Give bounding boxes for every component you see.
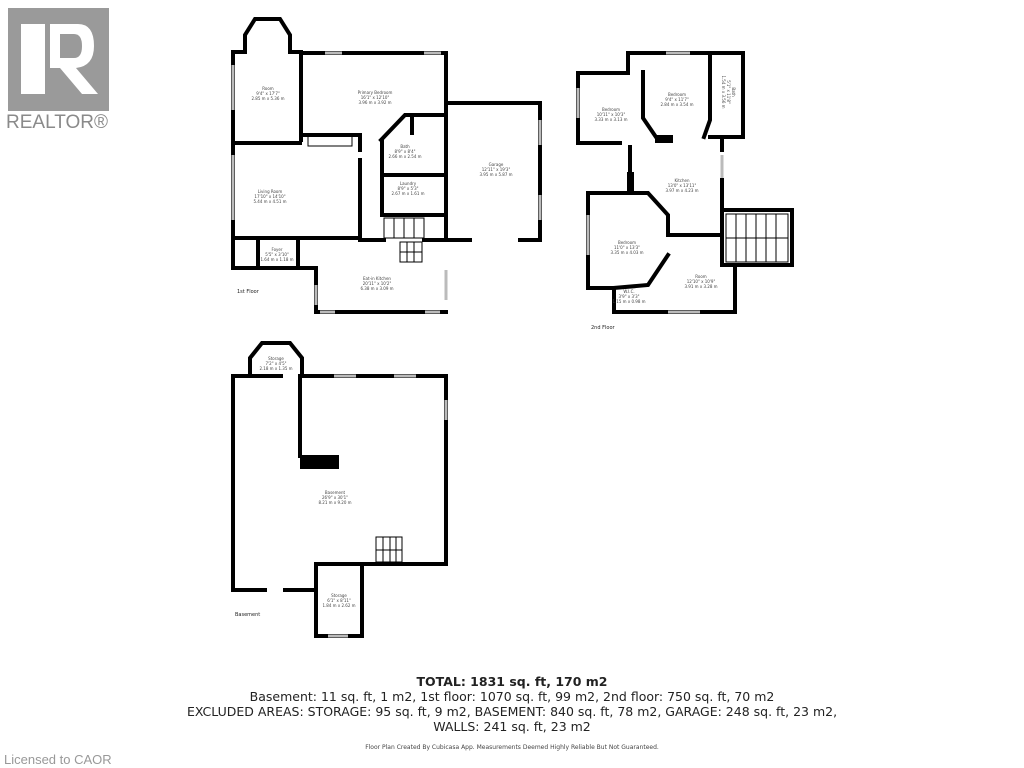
realtor-r-mark [21,24,98,94]
svg-text:16'1" x 12'10": 16'1" x 12'10" [361,95,390,100]
svg-text:7'2" x 4'5": 7'2" x 4'5" [266,361,287,366]
svg-text:2.66 m x 2.54 m: 2.66 m x 2.54 m [388,154,421,159]
svg-text:Garage: Garage [489,162,504,167]
walls-area: WALLS: 241 sq. ft, 23 m2 [433,719,591,734]
svg-text:8'9" x 5'3": 8'9" x 5'3" [398,186,419,191]
floor-label-2nd: 2nd Floor [591,325,615,331]
excluded-areas: EXCLUDED AREAS: STORAGE: 95 sq. ft, 9 m2… [186,704,838,719]
svg-text:Bedroom: Bedroom [618,240,636,245]
svg-text:3.97 m x 4.23 m: 3.97 m x 4.23 m [665,188,698,193]
svg-text:5'1" x 11'8": 5'1" x 11'8" [726,80,731,104]
svg-text:20'11" x 10'2": 20'11" x 10'2" [363,281,392,286]
svg-text:Primary Bedroom: Primary Bedroom [358,90,393,95]
credit-note: Floor Plan Created By Cubicasa App. Meas… [365,744,659,751]
svg-text:9'4" x 17'7": 9'4" x 17'7" [256,91,280,96]
svg-text:Bath: Bath [400,144,410,149]
svg-text:Bedroom: Bedroom [668,92,686,97]
floor-areas: Basement: 11 sq. ft, 1 m2, 1st floor: 10… [249,689,775,704]
svg-text:Laundry: Laundry [400,181,417,186]
svg-text:3.95 m x 5.87 m: 3.95 m x 5.87 m [479,172,512,177]
svg-text:Eat-in Kitchen: Eat-in Kitchen [363,276,391,281]
svg-text:10'11" x 10'3": 10'11" x 10'3" [597,112,626,117]
svg-text:1.84 m x 2.62 m: 1.84 m x 2.62 m [322,603,355,608]
svg-text:W.I.C.: W.I.C. [623,289,634,294]
license-text: Licensed to CAOR [4,752,112,767]
svg-text:1.54 m x 3.56 m: 1.54 m x 3.56 m [721,75,726,108]
svg-text:11'0" x 13'3": 11'0" x 13'3" [614,245,640,250]
svg-text:5'5" x 3'10": 5'5" x 3'10" [265,252,289,257]
svg-text:Bath: Bath [731,87,736,97]
floor-label-1st: 1st Floor [237,289,260,295]
svg-text:Storage: Storage [268,356,284,361]
svg-text:1.15 m x 0.98 m: 1.15 m x 0.98 m [612,299,645,304]
svg-text:6'1" x 8'11": 6'1" x 8'11" [327,598,351,603]
realtor-logo [8,8,109,111]
area-summary: TOTAL: 1831 sq. ft, 170 m2 Basement: 11 … [0,674,1024,751]
svg-text:6.38 m x 3.09 m: 6.38 m x 3.09 m [360,286,393,291]
svg-text:3.96 m x 3.92 m: 3.96 m x 3.92 m [358,100,391,105]
svg-text:12'10" x 10'9": 12'10" x 10'9" [687,279,716,284]
svg-text:Foyer: Foyer [271,247,282,252]
svg-text:Living Room: Living Room [258,189,283,194]
basement-walls [231,341,448,638]
svg-text:Room: Room [262,86,273,91]
svg-text:1.64 m x 1.18 m: 1.64 m x 1.18 m [260,257,293,262]
svg-text:9'4" x 11'7": 9'4" x 11'7" [665,97,689,102]
floor-label-basement: Basement [235,612,260,618]
first-floor-walls [231,17,542,314]
svg-text:2.85 m x 5.36 m: 2.85 m x 5.36 m [251,96,284,101]
svg-text:2.84 m x 3.54 m: 2.84 m x 3.54 m [660,102,693,107]
svg-text:Storage: Storage [331,593,347,598]
svg-text:3.91 m x 3.28 m: 3.91 m x 3.28 m [684,284,717,289]
svg-text:2.67 m x 1.61 m: 2.67 m x 1.61 m [391,191,424,196]
svg-text:13'0" x 13'11": 13'0" x 13'11" [668,183,697,188]
svg-text:12'11" x 19'3": 12'11" x 19'3" [482,167,511,172]
second-floor-walls [576,51,794,314]
room-label-wic: W.I.C.3'9" x 3'3"1.15 m x 0.98 m [612,289,645,304]
svg-text:Basement: Basement [325,490,346,495]
svg-text:2.18 m x 1.35 m: 2.18 m x 1.35 m [259,366,292,371]
svg-text:26'9" x 30'1": 26'9" x 30'1" [322,495,348,500]
svg-text:Kitchen: Kitchen [674,178,689,183]
svg-text:8'9" x 8'4": 8'9" x 8'4" [395,149,416,154]
total-area: TOTAL: 1831 sq. ft, 170 m2 [416,674,608,689]
svg-text:5.44 m x 4.51 m: 5.44 m x 4.51 m [253,199,286,204]
realtor-logo-text: REALTOR® [6,112,108,133]
svg-text:Room: Room [695,274,706,279]
svg-text:17'10" x 14'10": 17'10" x 14'10" [254,194,285,199]
svg-text:3'9" x 3'3": 3'9" x 3'3" [619,294,640,299]
svg-text:3.33 m x 3.13 m: 3.33 m x 3.13 m [594,117,627,122]
svg-text:Bedroom: Bedroom [602,107,620,112]
svg-text:3.35 m x 4.03 m: 3.35 m x 4.03 m [610,250,643,255]
svg-text:8.21 m x 9.20 m: 8.21 m x 9.20 m [318,500,351,505]
